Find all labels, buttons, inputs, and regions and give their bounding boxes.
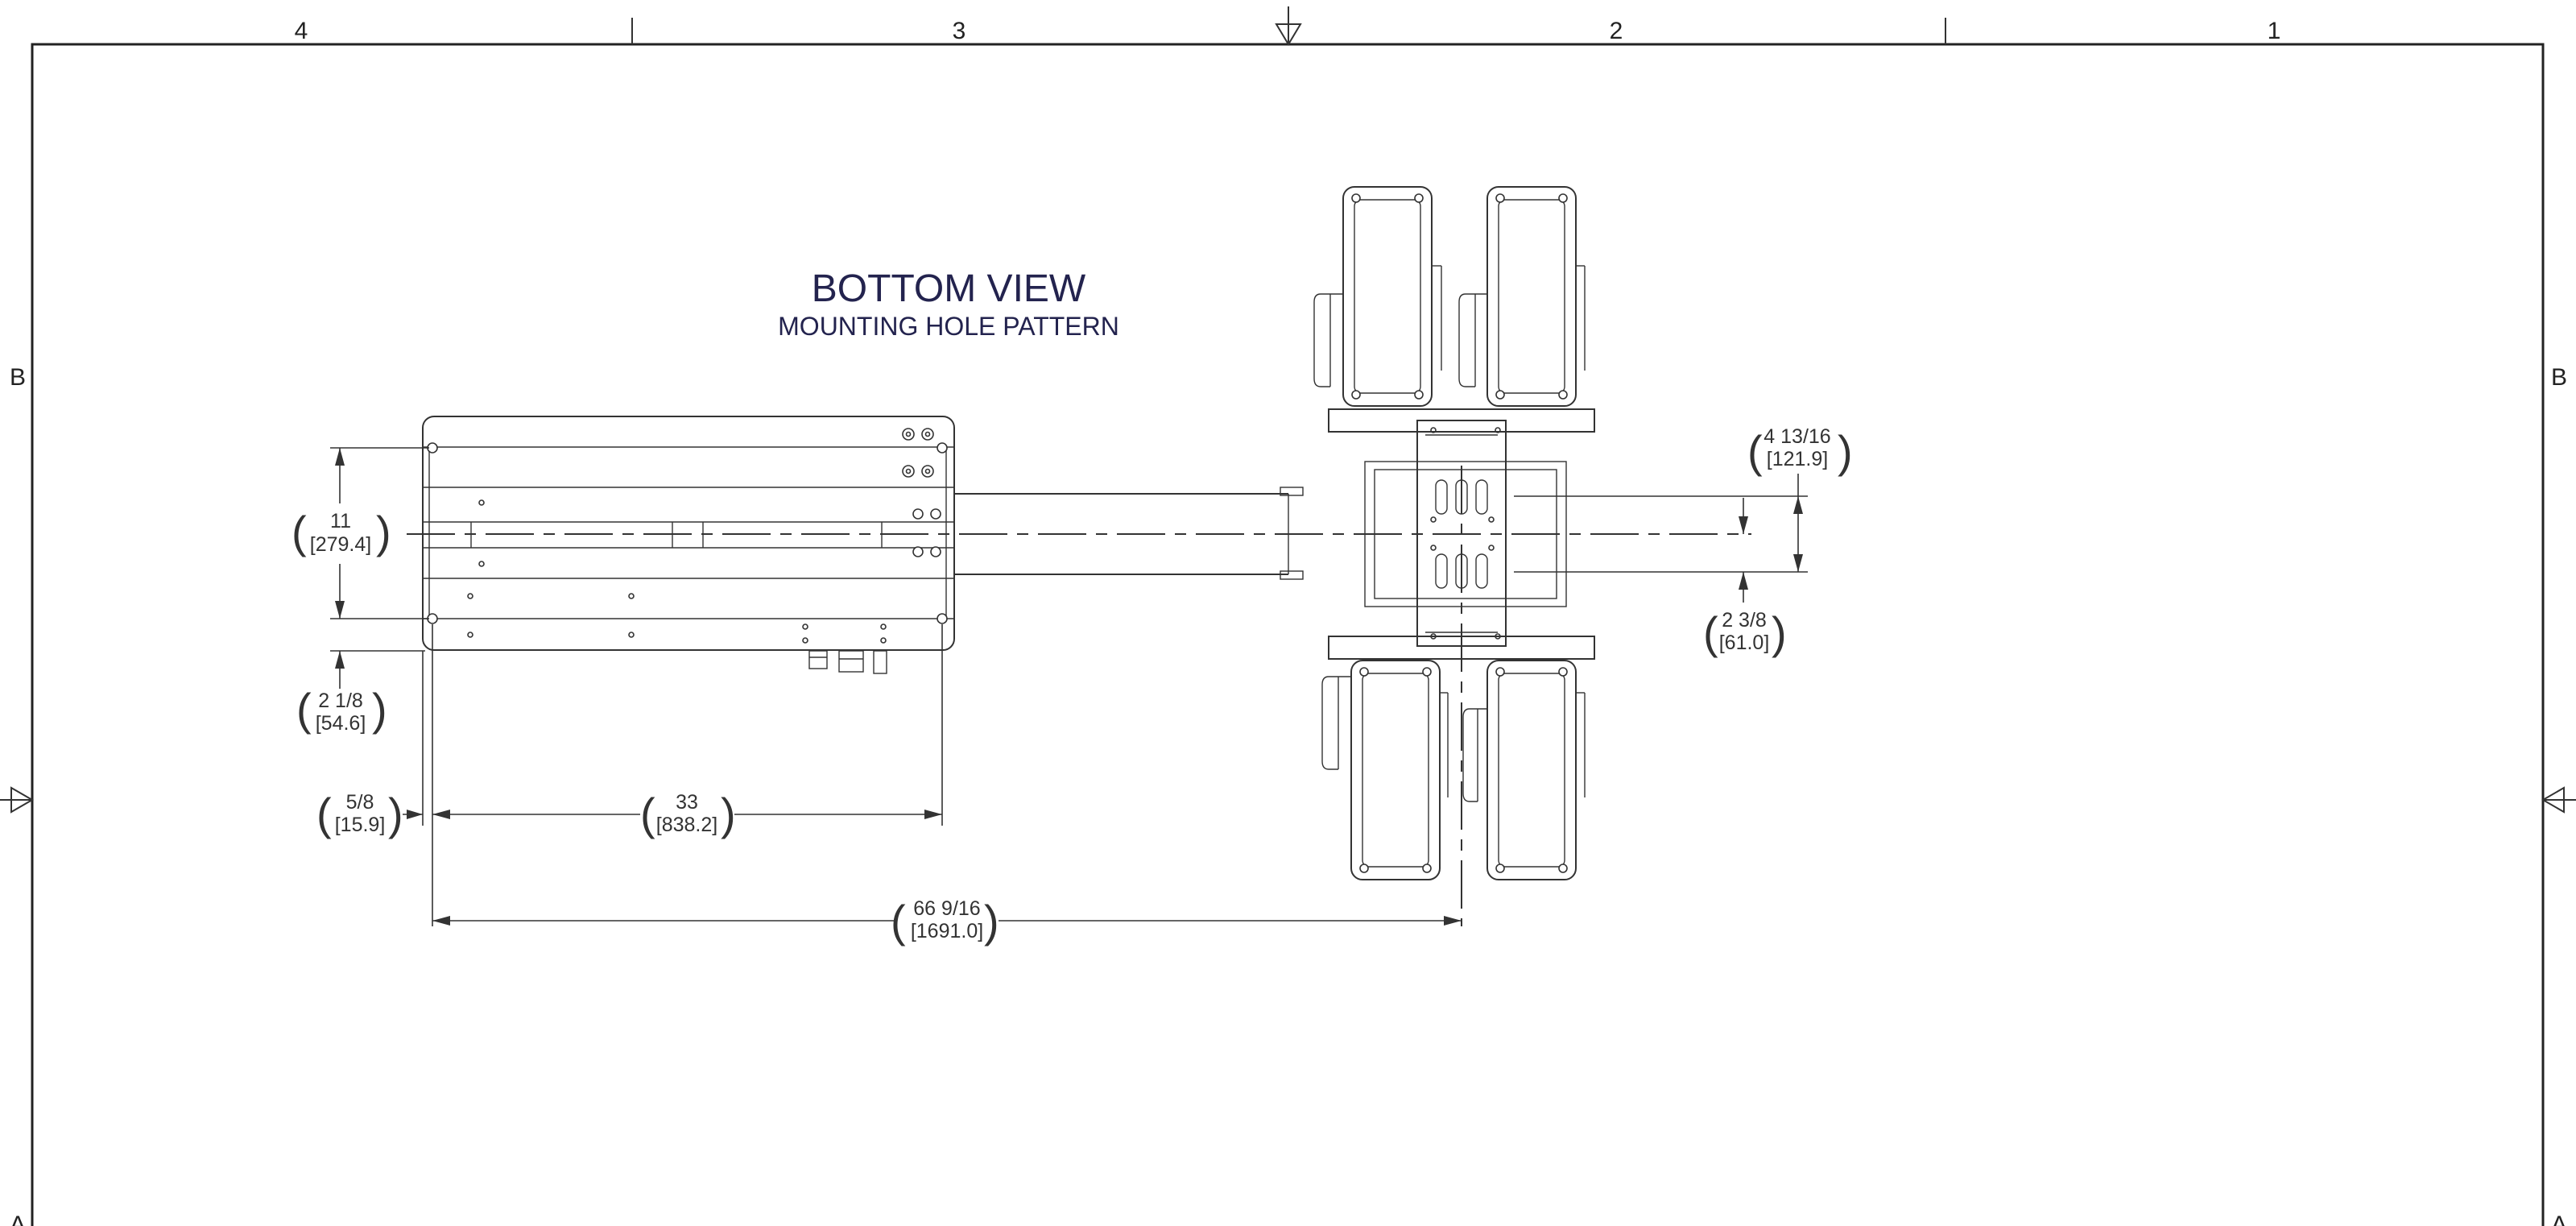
svg-text:): ) bbox=[1838, 426, 1853, 477]
dimension-length-66: ( 66 9/16 [1691.0] ) bbox=[432, 896, 1462, 946]
left-centering-mark bbox=[0, 786, 35, 814]
cable-glands bbox=[808, 650, 887, 674]
zone-label-b-left: B bbox=[10, 364, 26, 391]
dim-66-metric: [1691.0] bbox=[911, 920, 983, 942]
svg-text:(: ( bbox=[640, 789, 655, 839]
dim-4-13-16-imperial: 4 13/16 bbox=[1764, 425, 1830, 448]
svg-text:): ) bbox=[388, 789, 403, 839]
svg-text:): ) bbox=[372, 684, 387, 735]
view-subtitle: MOUNTING HOLE PATTERN bbox=[778, 312, 1119, 341]
dimension-height-11: ( 11 [279.4] ) bbox=[292, 447, 429, 619]
zone-label-b-right: B bbox=[2551, 364, 2567, 391]
dim-4-13-16-metric: [121.9] bbox=[1767, 448, 1828, 470]
svg-text:): ) bbox=[376, 507, 391, 557]
dim-2-3-8-metric: [61.0] bbox=[1719, 632, 1770, 654]
caster-wheel bbox=[1458, 186, 1586, 407]
dimension-offset-2-1-8: ( 2 1/8 [54.6] ) bbox=[296, 650, 425, 735]
dim-5-8-metric: [15.9] bbox=[335, 814, 386, 836]
caster-wheel bbox=[1321, 660, 1449, 880]
dim-2-3-8-imperial: 2 3/8 bbox=[1722, 609, 1767, 632]
dim-11-imperial: 11 bbox=[330, 510, 351, 532]
zone-label-a-left: A bbox=[10, 1212, 26, 1226]
svg-text:(: ( bbox=[292, 507, 307, 557]
dimension-width-33: ( 33 [838.2] ) bbox=[432, 789, 942, 839]
view-title: BOTTOM VIEW bbox=[812, 267, 1086, 310]
dim-2-1-8-imperial: 2 1/8 bbox=[318, 690, 363, 712]
dim-11-metric: [279.4] bbox=[310, 533, 371, 556]
svg-text:): ) bbox=[721, 789, 736, 839]
zone-labels: 4 3 2 1 B B A A bbox=[10, 18, 2567, 1226]
svg-text:): ) bbox=[984, 896, 999, 946]
zone-label-1: 1 bbox=[2268, 18, 2281, 44]
svg-text:): ) bbox=[1772, 607, 1787, 658]
dim-33-metric: [838.2] bbox=[656, 814, 717, 836]
zone-label-4: 4 bbox=[295, 18, 308, 44]
dim-66-imperial: 66 9/16 bbox=[913, 897, 980, 920]
svg-text:(: ( bbox=[296, 684, 312, 735]
dimension-span-4-13-16: ( 4 13/16 [121.9] ) bbox=[1514, 425, 1853, 573]
mounting-hole bbox=[937, 613, 948, 624]
dimension-span-2-3-8: ( 2 3/8 [61.0] ) bbox=[1703, 498, 1787, 658]
zone-label-2: 2 bbox=[1610, 18, 1623, 44]
caster-wheel bbox=[1462, 660, 1586, 880]
zone-label-3: 3 bbox=[953, 18, 966, 44]
svg-text:(: ( bbox=[316, 789, 332, 839]
svg-text:(: ( bbox=[1747, 426, 1763, 477]
zone-label-a-right: A bbox=[2551, 1212, 2567, 1226]
svg-text:(: ( bbox=[891, 896, 906, 946]
svg-text:(: ( bbox=[1703, 607, 1718, 658]
drawing-frame bbox=[0, 6, 2576, 1226]
main-body bbox=[422, 416, 955, 674]
dimension-offset-5-8: ( 5/8 [15.9] ) bbox=[316, 789, 423, 839]
dim-2-1-8-metric: [54.6] bbox=[316, 712, 366, 735]
top-centering-mark bbox=[1275, 6, 1302, 46]
wheel-base-assembly bbox=[1313, 186, 1595, 926]
dim-33-imperial: 33 bbox=[676, 791, 698, 814]
dim-5-8-imperial: 5/8 bbox=[346, 791, 374, 814]
mounting-hole bbox=[937, 442, 948, 454]
caster-wheel bbox=[1313, 186, 1442, 407]
right-centering-mark bbox=[2541, 786, 2576, 814]
